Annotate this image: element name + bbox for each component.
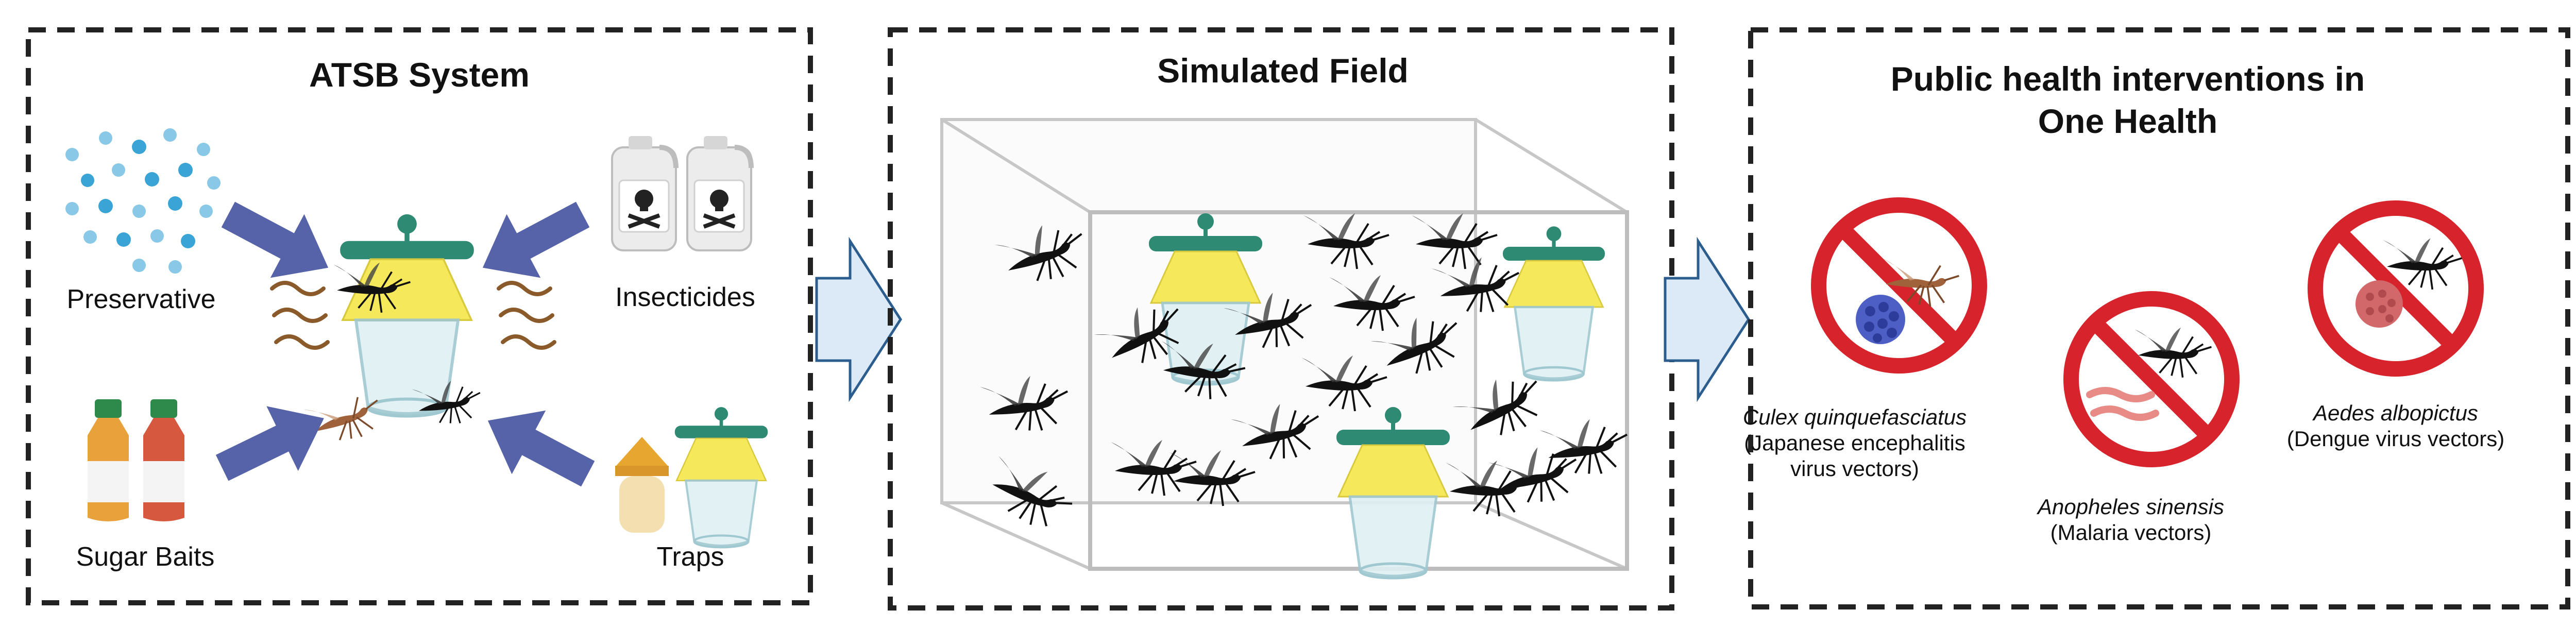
anopheles-species: Anopheles sinensis [2036,495,2224,519]
preservative-dots-icon [65,128,221,274]
atsb-panel-border [26,27,813,605]
sugar-bait-bottle-icon [88,399,184,521]
aedes-species: Aedes albopictus [2312,401,2478,425]
virus-icon [2355,280,2403,328]
culex-note-line2: virus vectors) [1790,456,1919,481]
health-panel-title-line2: One Health [2038,102,2217,140]
insecticide-jug-icon [612,136,751,250]
virus-icon [1856,295,1905,344]
health-panel: Public health interventions in One Healt… [1743,27,2570,609]
anopheles-note: (Malaria vectors) [2050,520,2212,545]
culex-species: Culex quinquefasciatus [1743,405,1967,429]
health-panel-border [1748,27,2570,609]
atsb-panel: ATSB System Preservative Insecticides [26,27,813,605]
traps-label: Traps [657,542,724,572]
flow-arrow-icon [1664,236,1750,402]
field-panel-title: Simulated Field [1157,52,1409,90]
scent-lines [270,281,556,350]
no-symbol-icon [1819,205,1979,366]
insecticides-label: Insecticides [615,282,755,312]
atsb-panel-title: ATSB System [309,56,530,94]
sugar-baits-label: Sugar Baits [76,542,215,572]
parasite-icon [2086,387,2159,421]
preservative-label: Preservative [67,284,216,314]
field-panel: Simulated Field [888,27,1674,611]
culex-note-line1: (Japanese encephalitis [1744,431,1965,455]
no-symbol-icon [2315,208,2476,369]
no-symbol-icon [2071,299,2232,460]
flow-arrow-icon [815,236,902,402]
aedes-note: (Dengue virus vectors) [2287,427,2504,451]
health-panel-title-line1: Public health interventions in [1891,60,2365,98]
atsb-central-trap-icon [340,214,474,416]
lantern-trap-icon [615,407,768,547]
